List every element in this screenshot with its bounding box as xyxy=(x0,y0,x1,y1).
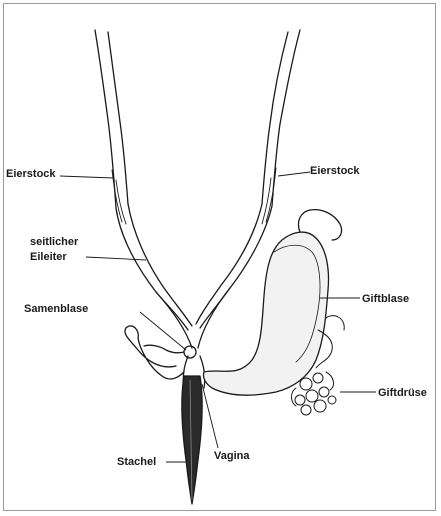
left-ovary xyxy=(95,30,188,330)
label-eileiter-line1: seitlicher xyxy=(30,235,78,249)
label-giftdruese: Giftdrüse xyxy=(378,386,427,400)
label-giftblase: Giftblase xyxy=(362,292,409,306)
label-eierstock-right: Eierstock xyxy=(310,164,360,178)
label-vagina: Vagina xyxy=(214,449,249,463)
spermatheca xyxy=(184,346,196,358)
label-eileiter-line2: Eileiter xyxy=(30,250,67,264)
label-stachel: Stachel xyxy=(117,455,156,469)
lateral-oviducts xyxy=(156,288,230,348)
label-eierstock-left: Eierstock xyxy=(6,167,56,181)
venom-sac xyxy=(203,232,328,395)
label-samenblase: Samenblase xyxy=(24,302,88,316)
